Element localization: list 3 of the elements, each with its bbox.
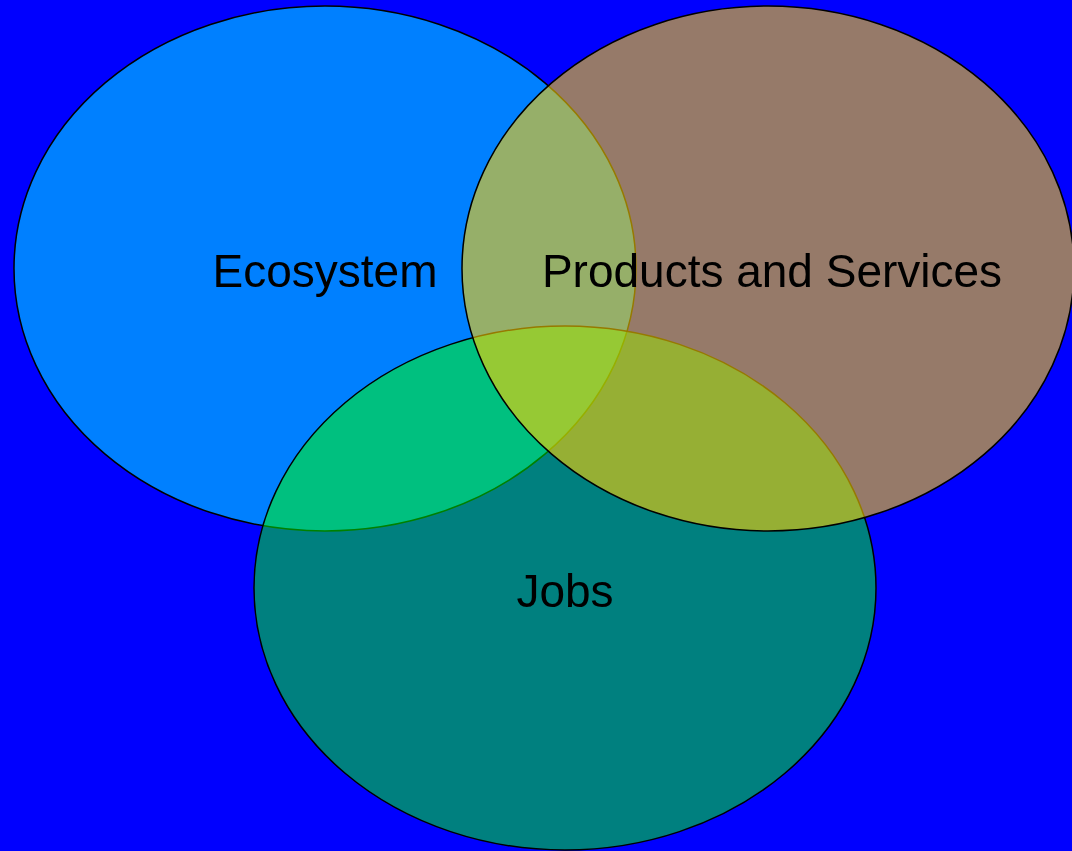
set-label: Ecosystem <box>212 244 438 298</box>
set-label: Products and Services <box>541 244 1003 298</box>
set-label: Jobs <box>516 564 614 618</box>
